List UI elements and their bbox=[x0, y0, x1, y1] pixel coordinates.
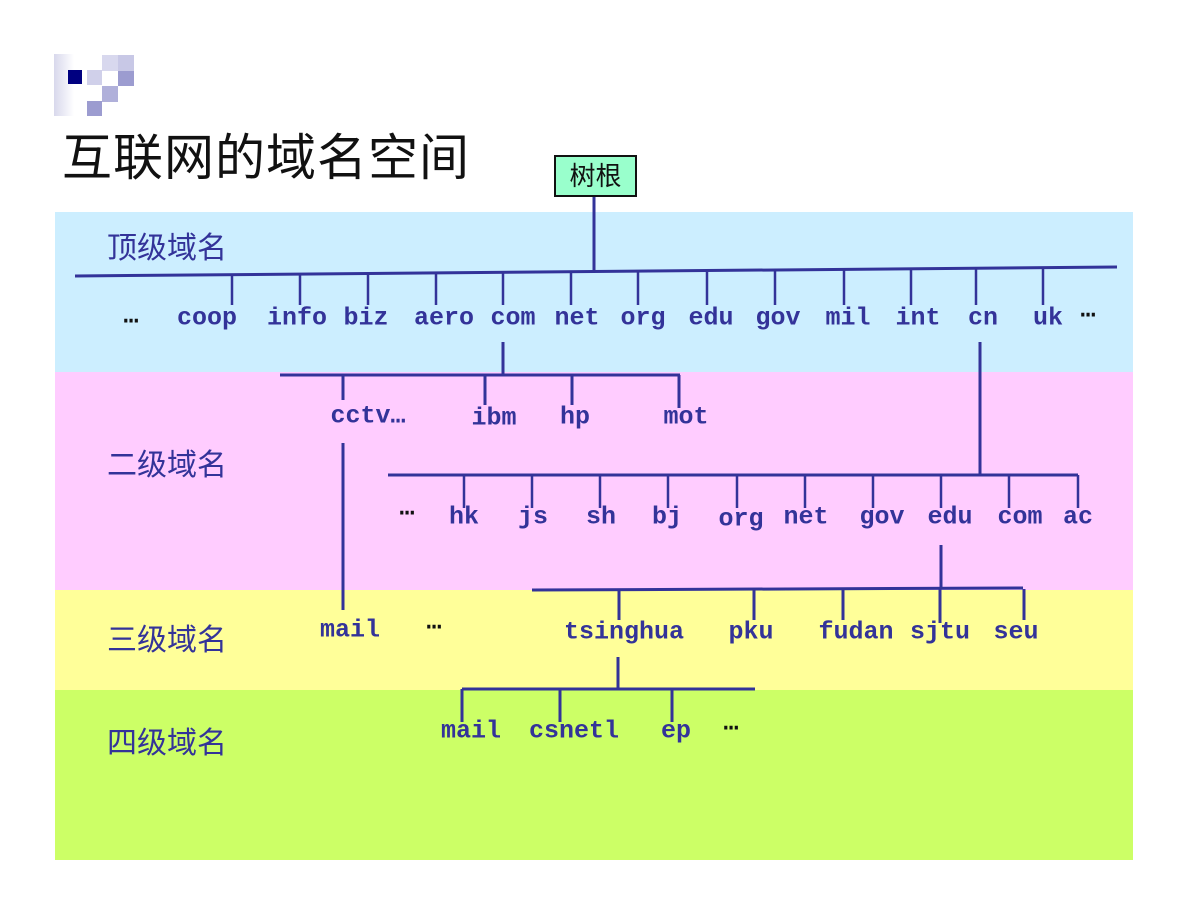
third-level-node: … bbox=[426, 607, 442, 637]
cn-child-node: hk bbox=[448, 502, 480, 532]
tld-node: org bbox=[620, 303, 666, 333]
level-label-third: 三级域名 bbox=[107, 624, 227, 657]
cn-child-node: net bbox=[783, 502, 829, 532]
tld-node: cn bbox=[967, 303, 999, 333]
page-title: 互联网的域名空间 bbox=[62, 129, 470, 187]
tld-node: … bbox=[1080, 295, 1096, 325]
tld-node: net bbox=[554, 303, 600, 333]
cn-child-node: edu bbox=[927, 502, 973, 532]
level-label-top: 顶级域名 bbox=[107, 232, 227, 265]
tld-node: mil bbox=[825, 303, 871, 333]
third-level-node: pku bbox=[728, 617, 774, 647]
tld-node: gov bbox=[755, 303, 801, 333]
third-level-band bbox=[55, 590, 1133, 690]
level-label-fourth: 四级域名 bbox=[107, 727, 227, 760]
level-label-second: 二级域名 bbox=[107, 449, 227, 482]
tld-node: int bbox=[895, 303, 941, 333]
tld-node: coop bbox=[176, 303, 238, 333]
tld-node: biz bbox=[343, 303, 389, 333]
tld-node: uk bbox=[1032, 303, 1064, 333]
third-level-node: mail bbox=[319, 615, 381, 645]
tld-node: info bbox=[266, 303, 328, 333]
cn-child-node: org bbox=[718, 504, 764, 534]
tld-node: com bbox=[490, 303, 536, 333]
cn-child-node: ac bbox=[1062, 502, 1094, 532]
cn-child-node: sh bbox=[585, 502, 617, 532]
second-level-band bbox=[55, 372, 1133, 590]
third-level-node: fudan bbox=[818, 617, 894, 647]
third-level-node: tsinghua bbox=[563, 617, 685, 647]
tld-node: … bbox=[123, 301, 139, 331]
cn-child-node: gov bbox=[859, 502, 905, 532]
com-child-node: hp bbox=[559, 402, 591, 432]
cn-child-node: js bbox=[517, 502, 549, 532]
com-child-node: cctv… bbox=[330, 401, 406, 431]
com-child-node: ibm bbox=[471, 403, 517, 433]
fourth-level-band bbox=[55, 690, 1133, 860]
com-child-node: mot bbox=[663, 402, 709, 432]
fourth-level-node: … bbox=[723, 708, 739, 738]
tld-node: aero bbox=[413, 303, 475, 333]
third-level-node: sjtu bbox=[909, 617, 971, 647]
tld-node: edu bbox=[688, 303, 734, 333]
fourth-level-node: mail bbox=[440, 716, 502, 746]
cn-child-node: bj bbox=[651, 502, 683, 532]
fourth-level-node: ep bbox=[660, 716, 692, 746]
third-level-node: seu bbox=[993, 617, 1039, 647]
cn-child-node: … bbox=[399, 493, 415, 523]
cn-child-node: com bbox=[997, 502, 1043, 532]
fourth-level-node: csnetl bbox=[528, 716, 620, 746]
root-node: 树根 bbox=[554, 155, 637, 197]
